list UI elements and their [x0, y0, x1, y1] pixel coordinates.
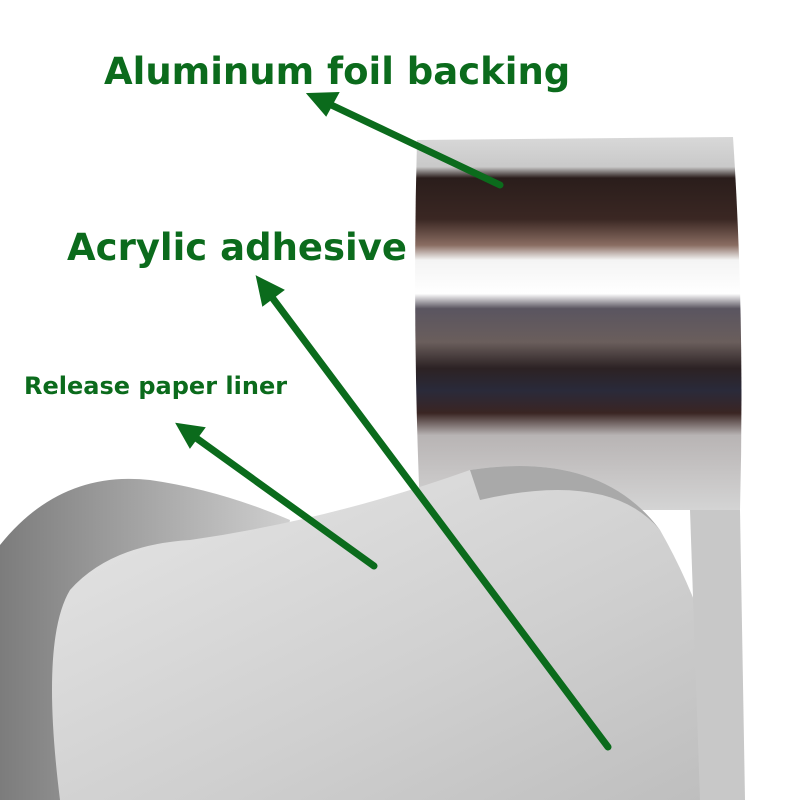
liner-label: Release paper liner [24, 372, 288, 400]
liner-arrow [188, 431, 378, 570]
backing-label: Aluminum foil backing [104, 50, 571, 93]
adhesive-arrow [264, 288, 612, 751]
tape-roll [415, 137, 742, 510]
liner-underside [470, 466, 660, 530]
liner-arrowhead [175, 422, 206, 449]
release-liner [52, 466, 740, 800]
adhesive-label: Acrylic adhesive [67, 226, 407, 269]
backing-arrowhead [305, 91, 340, 117]
adhesive-arrowhead [255, 275, 285, 307]
tape-strip [690, 510, 745, 800]
backing-arrow [321, 98, 504, 189]
